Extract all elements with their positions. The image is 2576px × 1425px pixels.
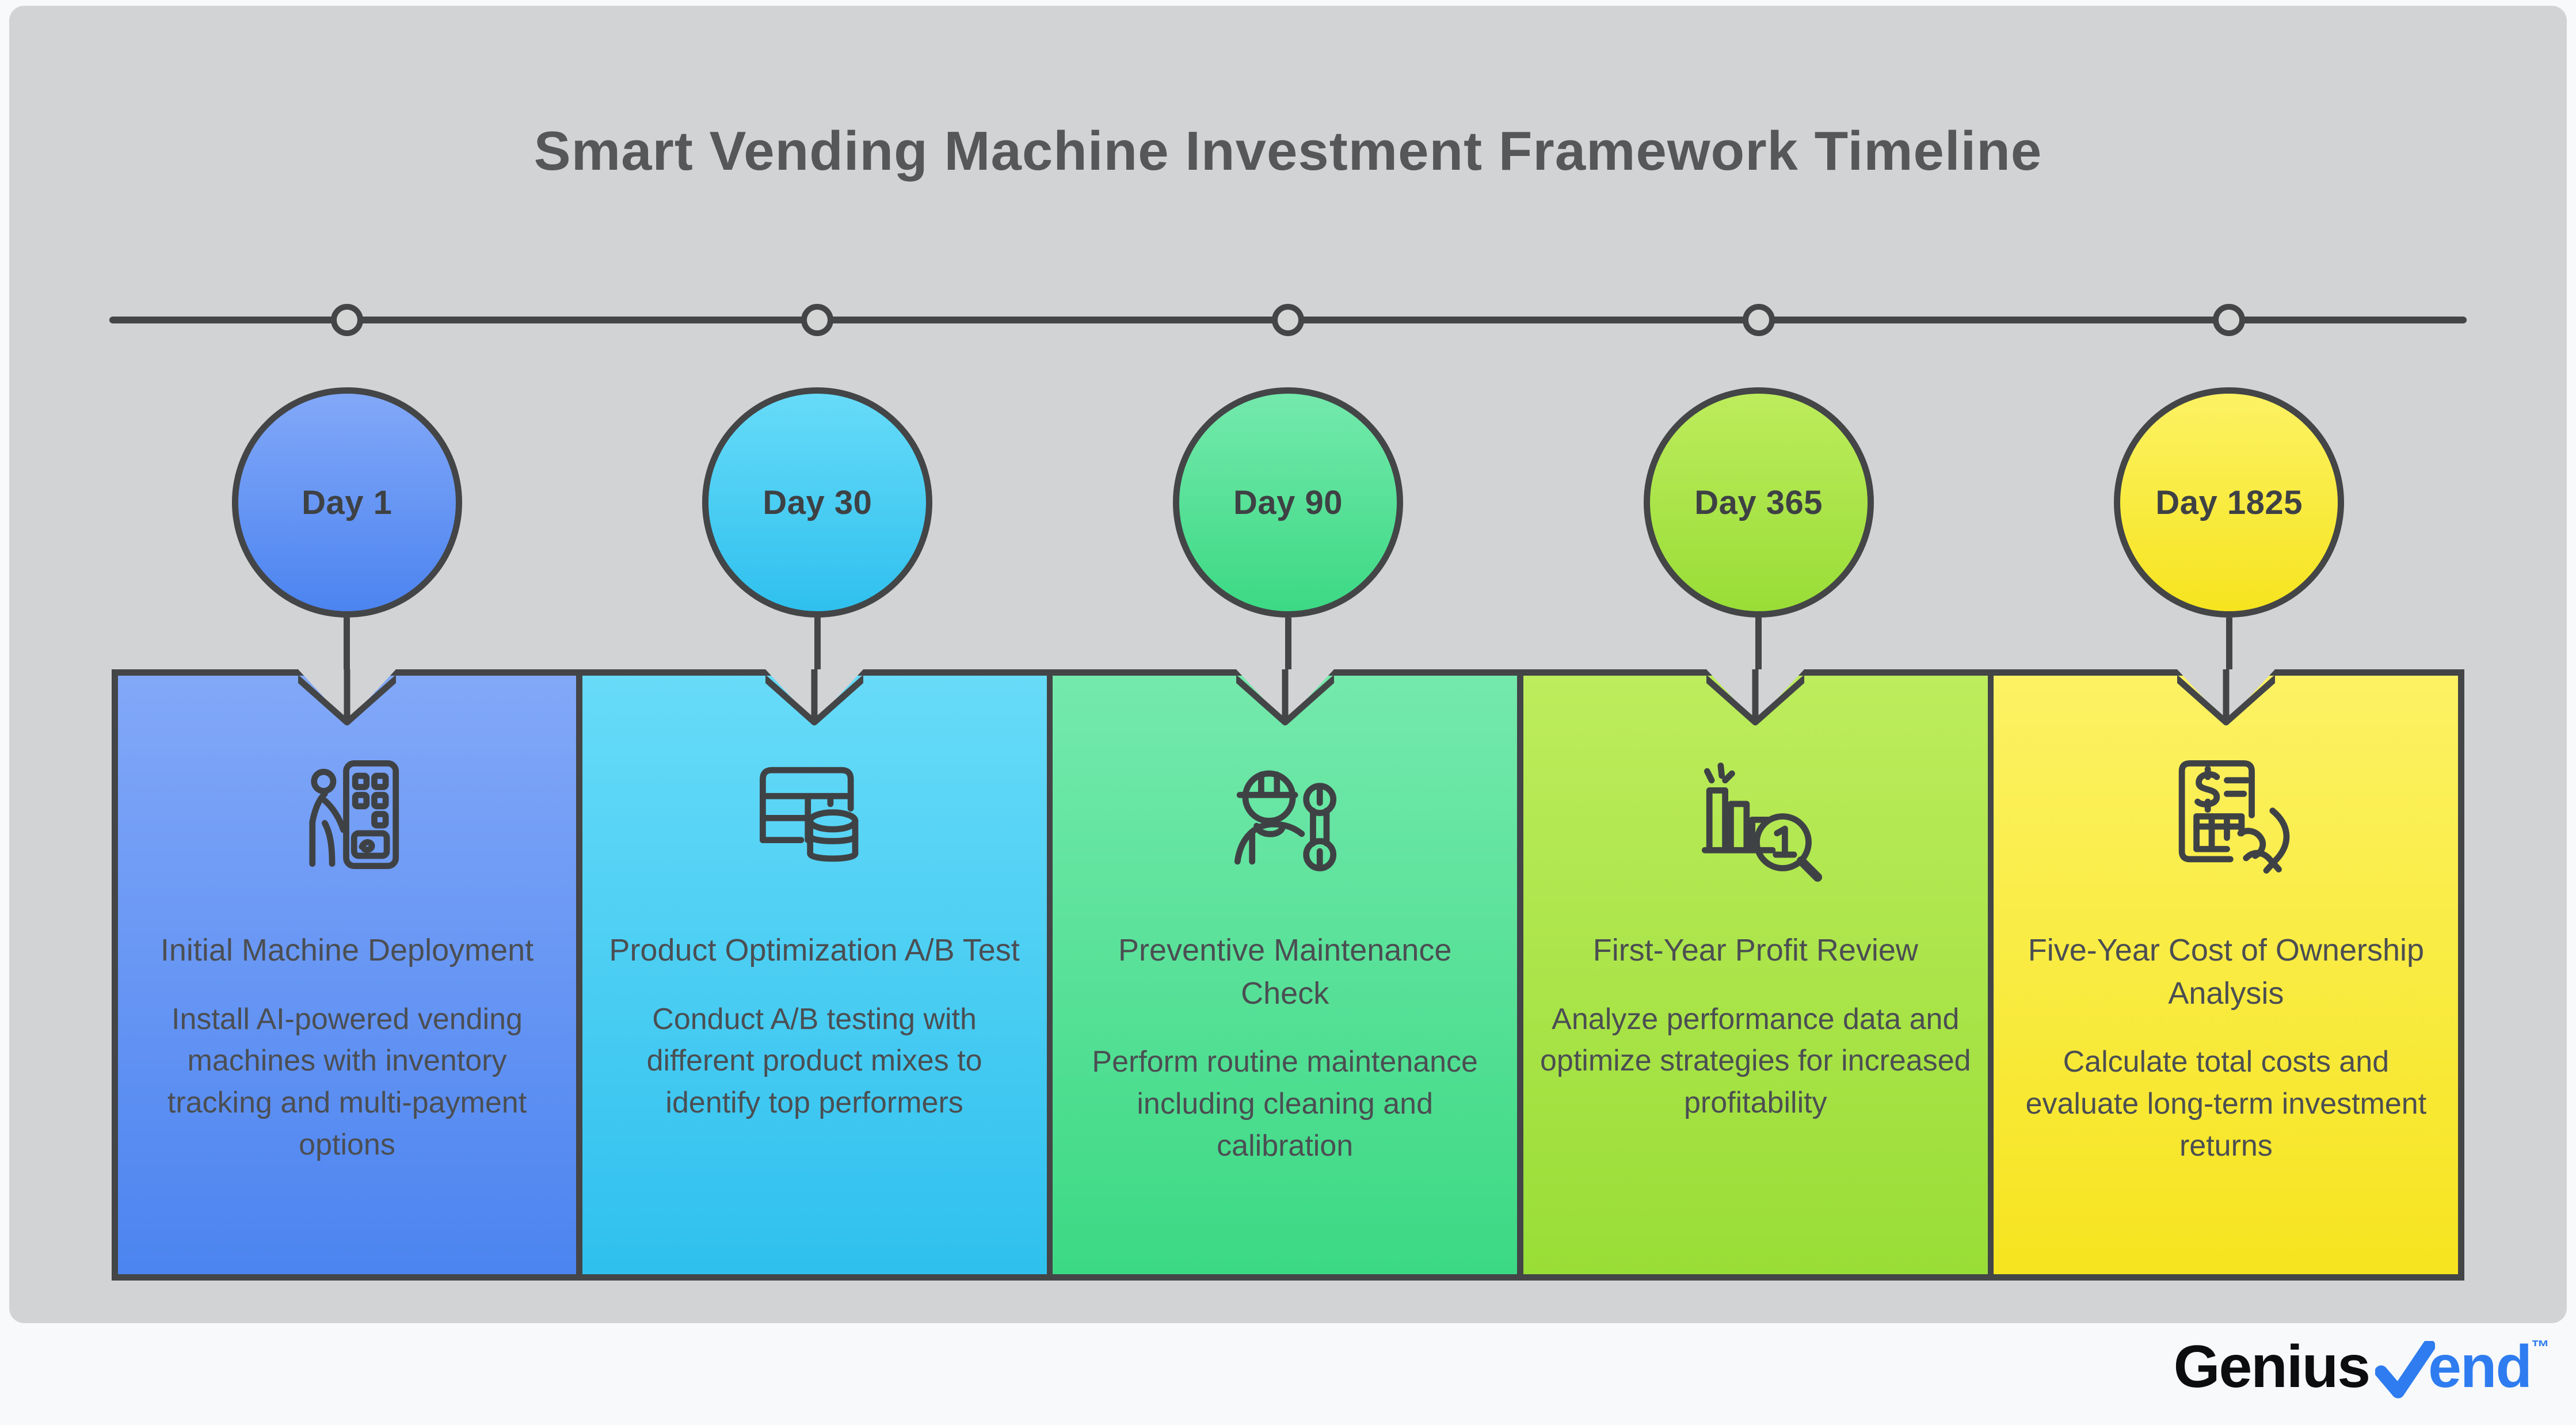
person-vending-machine-icon [280, 748, 415, 883]
page-title: Smart Vending Machine Investment Framewo… [534, 120, 2042, 182]
card-notch [2177, 669, 2275, 726]
card-title: First-Year Profit Review [1592, 933, 1918, 967]
card-title: Initial Machine Deployment [160, 933, 534, 967]
table-database-icon [747, 748, 882, 883]
card-title: Five-Year Cost of Ownership Analysis [2028, 933, 2425, 1011]
day-label: Day 365 [1694, 483, 1823, 521]
day-circle: Day 365 [1643, 387, 1874, 618]
timeline-node-icon [801, 304, 834, 336]
card-title: Preventive Maintenance Check [1118, 933, 1452, 1011]
day-label: Day 90 [1233, 483, 1343, 521]
day-circle: Day 1825 [2114, 387, 2345, 618]
day-circle: Day 90 [1173, 387, 1403, 618]
timeline-node-icon [1742, 304, 1775, 336]
stage-card: Preventive Maintenance Check Perform rou… [1053, 669, 1524, 1281]
timeline-node-icon [2213, 304, 2246, 336]
check-icon [2375, 1339, 2436, 1404]
timeline-node-icon [1272, 304, 1304, 336]
card-description: Calculate total costs and evaluate long-… [2025, 1045, 2427, 1163]
profit-review-magnifier-icon [1688, 748, 1823, 883]
brand-name-suffix: end [2428, 1333, 2532, 1400]
card-title: Product Optimization A/B Test [609, 933, 1020, 967]
card-notch [1236, 669, 1334, 726]
timeline-node-icon [330, 304, 363, 336]
card-description: Install AI-powered vending machines with… [167, 1002, 527, 1161]
invoice-hand-icon [2158, 748, 2293, 883]
day-label: Day 30 [763, 483, 872, 521]
stage-card: Five-Year Cost of Ownership Analysis Cal… [1994, 669, 2465, 1281]
card-notch [1706, 669, 1805, 726]
trademark-symbol: ™ [2531, 1336, 2550, 1357]
day-circle: Day 1 [231, 387, 462, 618]
day-circle: Day 30 [702, 387, 933, 618]
stage-card: Product Optimization A/B Test Conduct A/… [582, 669, 1053, 1281]
card-notch [298, 669, 396, 726]
card-description: Analyze performance data and optimize st… [1540, 1002, 1971, 1120]
day-label: Day 1825 [2155, 483, 2303, 521]
stage-card: Initial Machine Deployment Install AI-po… [112, 669, 582, 1281]
card-description: Conduct A/B testing with different produ… [646, 1002, 982, 1120]
card-description: Perform routine maintenance including cl… [1092, 1045, 1478, 1163]
brand-logo: Genius end ™ [2174, 1333, 2550, 1404]
brand-name-prefix: Genius [2173, 1333, 2371, 1400]
stage-card: First-Year Profit Review Analyze perform… [1523, 669, 1994, 1281]
maintenance-worker-icon [1217, 748, 1352, 883]
card-notch [765, 669, 864, 726]
day-label: Day 1 [302, 483, 393, 521]
